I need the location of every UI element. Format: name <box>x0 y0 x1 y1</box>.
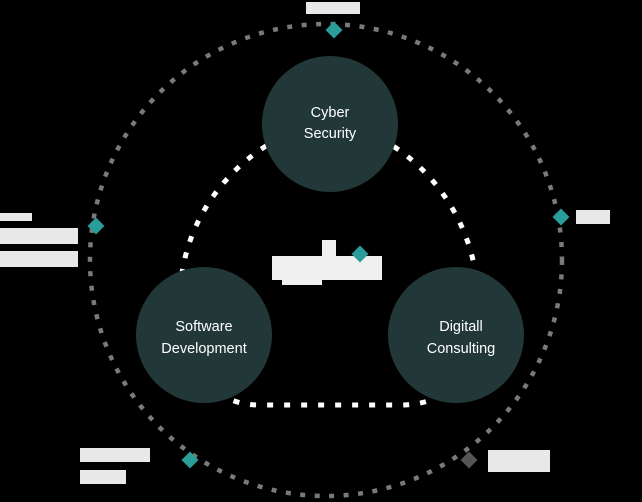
diamond-marker-icon <box>552 208 570 226</box>
diamond-marker-icon <box>181 451 199 469</box>
outer-label-top <box>306 2 360 14</box>
node-cyber-security-line1: Cyber <box>311 105 350 121</box>
node-software-development[interactable]: Software Development <box>136 267 272 403</box>
outer-dotted-ring <box>87 21 565 499</box>
diamond-marker-icon <box>325 21 343 39</box>
node-digital-consulting-line2: Consulting <box>427 341 496 357</box>
diamond-marker-icon <box>460 451 478 469</box>
node-cyber-security-line2: Security <box>304 126 357 142</box>
diamond-marker-icon <box>87 217 105 235</box>
outer-label-bottom-left <box>80 448 150 484</box>
center-logo-icon <box>272 240 382 285</box>
outer-label-bottom-right <box>488 450 550 472</box>
node-digital-consulting-line1: Digitall <box>439 319 483 335</box>
node-software-development-line2: Development <box>161 341 246 357</box>
outer-label-left <box>0 213 78 267</box>
outer-label-right <box>576 210 610 224</box>
node-cyber-security[interactable]: Cyber Security <box>262 56 398 192</box>
node-software-development-line1: Software <box>175 319 232 335</box>
node-digital-consulting[interactable]: Digitall Consulting <box>388 267 524 403</box>
